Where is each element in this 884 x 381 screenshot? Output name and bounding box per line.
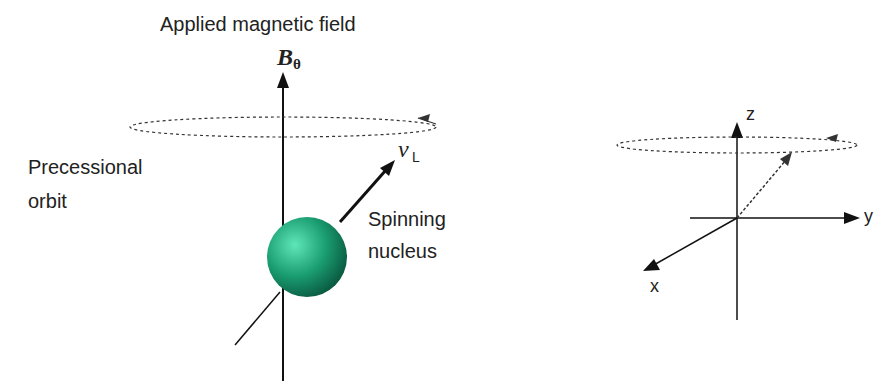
magnetization-vector xyxy=(737,160,786,218)
arrow-head xyxy=(277,72,289,88)
spin-axis xyxy=(235,292,280,345)
z-axis xyxy=(736,132,738,320)
nucleus-label: Spinning nucleus xyxy=(368,203,508,267)
arrow-head xyxy=(380,160,395,176)
arrow-head xyxy=(780,152,792,166)
x-axis xyxy=(652,218,737,266)
precession-orbit xyxy=(617,137,857,153)
spinning-nucleus xyxy=(267,217,347,297)
arrow-head xyxy=(731,122,743,138)
axis-label: z xyxy=(746,104,755,124)
arrow-head xyxy=(844,212,860,224)
precession-orbit xyxy=(130,117,436,137)
axis-label: y xyxy=(864,206,873,226)
field-subscript: θ xyxy=(293,56,301,73)
orbit-label: Precessional orbit xyxy=(28,150,158,218)
frequency-symbol: ν xyxy=(398,136,409,162)
field-label: Applied magnetic field xyxy=(160,12,356,36)
orbit-arrow-tail xyxy=(418,118,436,124)
arrow-head xyxy=(643,259,660,271)
y-axis xyxy=(690,217,848,219)
frequency-subscript: L xyxy=(412,149,420,165)
axis-label: x xyxy=(650,276,659,296)
orbit-arrow xyxy=(826,134,838,142)
field-symbol: B xyxy=(277,44,293,70)
